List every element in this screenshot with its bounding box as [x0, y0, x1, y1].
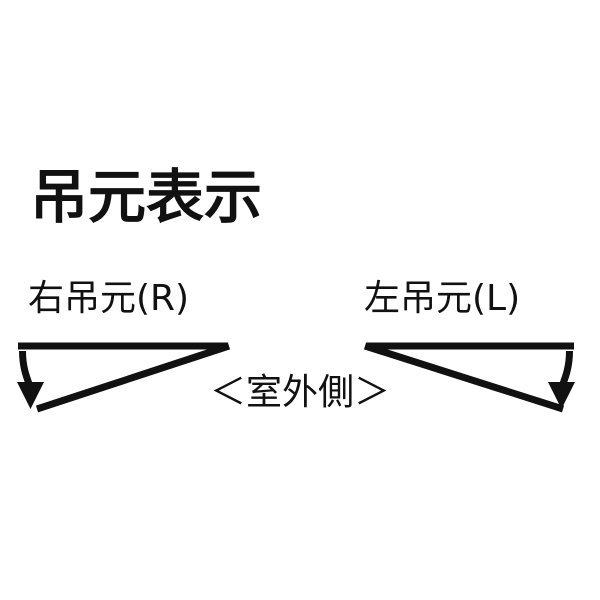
outside-face-caption: ＜室外側＞: [209, 372, 390, 413]
left-hinge-label: 左吊元(L): [364, 278, 521, 319]
right-hinge-label: 右吊元(R): [28, 278, 190, 319]
page-title: 吊元表示: [30, 163, 263, 231]
